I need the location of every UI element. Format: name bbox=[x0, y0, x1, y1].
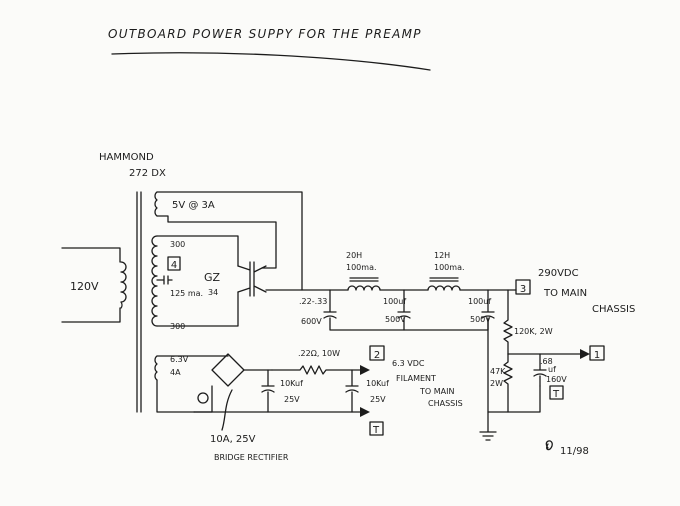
c-out-unit: uf bbox=[548, 365, 556, 374]
b-plus-voltage: 290VDC bbox=[538, 268, 579, 279]
primary-leads bbox=[61, 247, 121, 323]
r-shunt-rating: 2W bbox=[490, 379, 503, 388]
fil-5v-coil bbox=[154, 191, 158, 217]
choke-2 bbox=[427, 285, 461, 291]
bridge-label: BRIDGE RECTIFIER bbox=[214, 453, 289, 462]
heater-c2-value: 10Kuf bbox=[366, 379, 389, 388]
heater-resistor bbox=[271, 365, 361, 375]
choke-1-inductance: 20H bbox=[346, 251, 362, 260]
heater-resistor-value: .22Ω, 10W bbox=[298, 349, 340, 358]
hv-leads bbox=[156, 235, 239, 327]
out1-arrow bbox=[580, 349, 590, 359]
c3-symbol bbox=[481, 289, 495, 319]
fil-desc-3: TO MAIN bbox=[419, 387, 454, 396]
heater-c1-voltage: 25V bbox=[284, 395, 300, 404]
transformer-core bbox=[136, 191, 142, 413]
heater-c1 bbox=[261, 369, 275, 413]
fil-5v-lead-bottom bbox=[156, 215, 277, 269]
heater-voltage: 6.3V bbox=[170, 355, 189, 364]
r-shunt bbox=[503, 353, 513, 413]
fil-desc-2: FILAMENT bbox=[396, 374, 436, 383]
bridge-rating: 10A, 25V bbox=[210, 434, 256, 445]
out-t: T bbox=[552, 389, 560, 400]
c1-voltage: 600V bbox=[301, 317, 322, 326]
ct-cap bbox=[156, 275, 173, 285]
transformer-model: 272 DX bbox=[129, 168, 166, 179]
r-series bbox=[503, 289, 513, 355]
heater-c2 bbox=[345, 369, 359, 413]
fil-desc-1: 6.3 VDC bbox=[392, 359, 425, 368]
choke-1-core bbox=[349, 277, 379, 282]
c2-symbol bbox=[397, 289, 411, 319]
c-out-symbol bbox=[533, 353, 547, 387]
choke-2-inductance: 12H bbox=[434, 251, 450, 260]
r-shunt-value: 47K bbox=[490, 367, 506, 376]
out-t-box bbox=[549, 385, 564, 400]
hv-top-label: 300 bbox=[170, 240, 185, 249]
c-out-voltage: 160V bbox=[546, 375, 567, 384]
heater-c1-value: 10Kuf bbox=[280, 379, 303, 388]
ct-tag: 4 bbox=[171, 260, 177, 271]
fil-tag: 2 bbox=[374, 350, 380, 361]
hv-current: 125 ma. bbox=[170, 289, 203, 298]
c2-voltage: 500V bbox=[385, 315, 406, 324]
fil-tag-box bbox=[369, 345, 385, 361]
rectifier-symbol bbox=[237, 261, 267, 297]
fil-t: T bbox=[372, 425, 380, 436]
rectifier-type: GZ bbox=[204, 271, 221, 284]
bridge-pointer bbox=[221, 389, 233, 431]
choke-1 bbox=[347, 285, 381, 291]
hv-bottom-label: 300 bbox=[170, 322, 185, 331]
b-plus-tag: 3 bbox=[520, 284, 526, 295]
b-plus-tag-box bbox=[515, 279, 531, 295]
c1-symbol bbox=[323, 289, 337, 319]
fil-t-box bbox=[369, 421, 384, 436]
ct-tag-box bbox=[167, 256, 181, 271]
ground-return bbox=[487, 317, 541, 413]
fil-5v-lead-top bbox=[156, 191, 303, 291]
r-series-value: 120K, 2W bbox=[514, 327, 553, 336]
fil-desc-4: CHASSIS bbox=[428, 399, 463, 408]
heater-current: 4A bbox=[170, 368, 181, 377]
c2-value: 100uf bbox=[383, 297, 406, 306]
choke-1-current: 100ma. bbox=[346, 263, 377, 272]
bridge-leads bbox=[193, 369, 273, 413]
bridge-rectifier bbox=[211, 353, 245, 387]
c1-value: .22-.33 bbox=[299, 297, 327, 306]
title: OUTBOARD POWER SUPPY FOR THE PREAMP bbox=[108, 27, 422, 41]
primary-voltage: 120V bbox=[70, 280, 99, 293]
transformer-maker: HAMMOND bbox=[99, 152, 154, 163]
signature-date: 11/98 bbox=[560, 446, 589, 457]
fil-arrow bbox=[360, 365, 370, 375]
filter-ground-bus bbox=[329, 317, 489, 331]
rectifier-number: 34 bbox=[208, 288, 218, 297]
hv-coil bbox=[151, 235, 158, 327]
bridge-terminal bbox=[197, 392, 209, 404]
b-plus-dest-1: TO MAIN bbox=[543, 288, 587, 299]
out1-tag: 1 bbox=[594, 350, 600, 361]
ground-symbol bbox=[479, 411, 497, 441]
signature-mark bbox=[545, 440, 553, 451]
heater-c2-voltage: 25V bbox=[370, 395, 386, 404]
choke-2-core bbox=[429, 277, 459, 282]
out1-tag-box bbox=[589, 345, 605, 361]
title-underline bbox=[111, 52, 431, 71]
c3-voltage: 500V bbox=[470, 315, 491, 324]
c3-value: 100uf bbox=[468, 297, 491, 306]
choke-2-current: 100ma. bbox=[434, 263, 465, 272]
heater-leads bbox=[156, 355, 229, 413]
fil-return-arrow bbox=[360, 407, 370, 417]
primary-coil bbox=[120, 261, 127, 309]
c-out-value: .68 bbox=[540, 357, 553, 366]
heater-coil bbox=[154, 355, 158, 381]
b-plus-dest-2: CHASSIS bbox=[592, 304, 635, 315]
fil-5v-label: 5V @ 3A bbox=[172, 200, 215, 211]
